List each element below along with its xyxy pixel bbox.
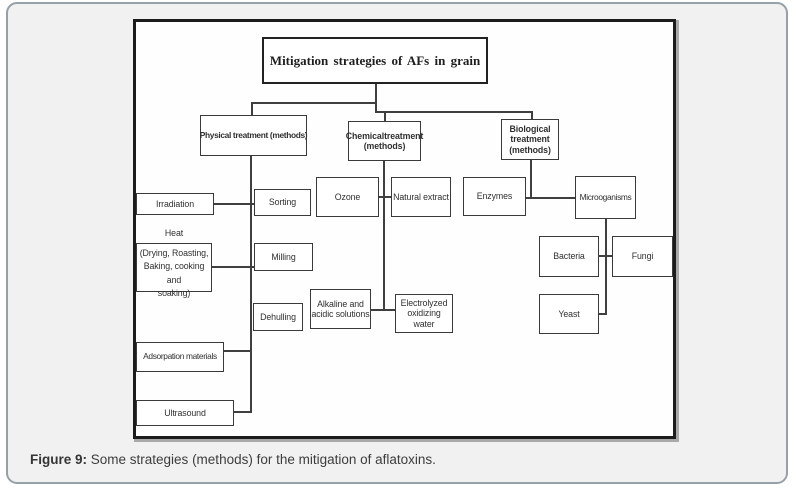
node-root-title: Mitigation strategies of AFs in grain <box>262 37 488 84</box>
connector-line <box>251 102 377 104</box>
connector-line <box>371 309 397 311</box>
node-dehulling: Dehulling <box>253 303 303 331</box>
node-enzymes-label: Enzymes <box>476 191 513 202</box>
node-root-title-label: Mitigation strategies of AFs in grain <box>269 52 481 68</box>
node-natural-extract: Natural extract <box>391 177 451 217</box>
node-microoganisms: Microoganisms <box>575 176 636 219</box>
node-sorting: Sorting <box>254 189 311 216</box>
connector-line <box>383 161 385 311</box>
node-ozone: Ozone <box>316 177 379 217</box>
node-milling-label: Milling <box>271 251 296 262</box>
figure-caption: Figure 9: Some strategies (methods) for … <box>30 452 650 467</box>
node-microoganisms-label: Microoganisms <box>579 191 632 202</box>
connector-line <box>384 111 386 121</box>
node-electrolyzed-oxidizing-water: Electrolyzed oxidizing water <box>395 294 453 333</box>
node-heat-line: soaking) <box>157 288 191 299</box>
connector-line <box>251 102 253 115</box>
node-milling: Milling <box>254 243 313 271</box>
node-fungi-label: Fungi <box>631 251 654 262</box>
node-heat-line: Baking, cooking and <box>143 261 205 285</box>
connector-line <box>250 156 252 412</box>
node-sorting-label: Sorting <box>268 197 297 208</box>
node-bacteria: Bacteria <box>539 236 599 277</box>
node-biological-treatment-line: Biological <box>509 123 551 134</box>
figure-caption-label: Figure 9: <box>30 452 88 467</box>
connector-line <box>605 219 607 314</box>
node-chemical-treatment: Chemicaltreatment (methods) <box>345 121 424 161</box>
node-chemical-treatment-line: (methods) <box>363 141 406 151</box>
node-heat-line: (Drying, Roasting, <box>139 247 209 258</box>
node-electrolyzed-line: Electrolyzed <box>400 297 448 308</box>
node-ozone-label: Ozone <box>334 191 361 202</box>
node-alkaline-line: Alkaline and <box>317 298 364 309</box>
node-electrolyzed-line: oxidizing water <box>407 308 441 329</box>
node-enzymes: Enzymes <box>463 177 526 216</box>
node-fungi: Fungi <box>612 236 673 277</box>
node-adsorpation-materials: Adsorpation materials <box>136 342 224 372</box>
node-yeast-label: Yeast <box>558 308 580 319</box>
node-heat: Heat (Drying, Roasting, Baking, cooking … <box>136 228 212 298</box>
node-chemical-treatment-line: Chemicaltreatment <box>345 130 424 141</box>
node-irradiation-label: Irradiation <box>155 198 195 209</box>
connector-line <box>375 84 377 112</box>
node-yeast: Yeast <box>539 294 599 334</box>
figure-caption-text: Some strategies (methods) for the mitiga… <box>87 452 436 467</box>
flowchart-panel: Mitigation strategies of AFs in grain Ph… <box>133 19 676 439</box>
node-dehulling-label: Dehulling <box>260 311 296 322</box>
connector-line <box>234 411 252 413</box>
node-biological-treatment-line: treatment <box>510 134 550 145</box>
figure-card: Mitigation strategies of AFs in grain Ph… <box>6 2 788 484</box>
node-alkaline-line: acidic solutions <box>311 309 370 319</box>
connector-line <box>379 196 393 198</box>
node-irradiation: Irradiation <box>136 193 214 215</box>
connector-line <box>224 350 252 352</box>
node-physical-treatment-label: Physical treatment (methods) <box>199 129 308 140</box>
connector-line <box>599 313 607 315</box>
node-natural-extract-label: Natural extract <box>393 191 449 202</box>
node-biological-treatment-line: (methods) <box>509 144 551 155</box>
node-adsorpation-materials-label: Adsorpation materials <box>143 351 217 362</box>
node-ultrasound-label: Ultrasound <box>164 407 206 418</box>
connector-line <box>531 111 533 119</box>
connector-line <box>599 255 613 257</box>
connector-line <box>213 203 254 205</box>
node-biological-treatment: Biological treatment (methods) <box>501 119 559 160</box>
node-heat-line: Heat <box>164 228 184 239</box>
node-ultrasound: Ultrasound <box>136 400 234 426</box>
connector-line <box>212 266 254 268</box>
node-physical-treatment: Physical treatment (methods) <box>199 115 308 156</box>
connector-line <box>526 197 576 199</box>
connector-line <box>375 111 533 113</box>
connector-line <box>530 160 532 198</box>
node-bacteria-label: Bacteria <box>553 251 585 262</box>
node-alkaline-acidic-solutions: Alkaline and acidic solutions <box>310 289 371 329</box>
